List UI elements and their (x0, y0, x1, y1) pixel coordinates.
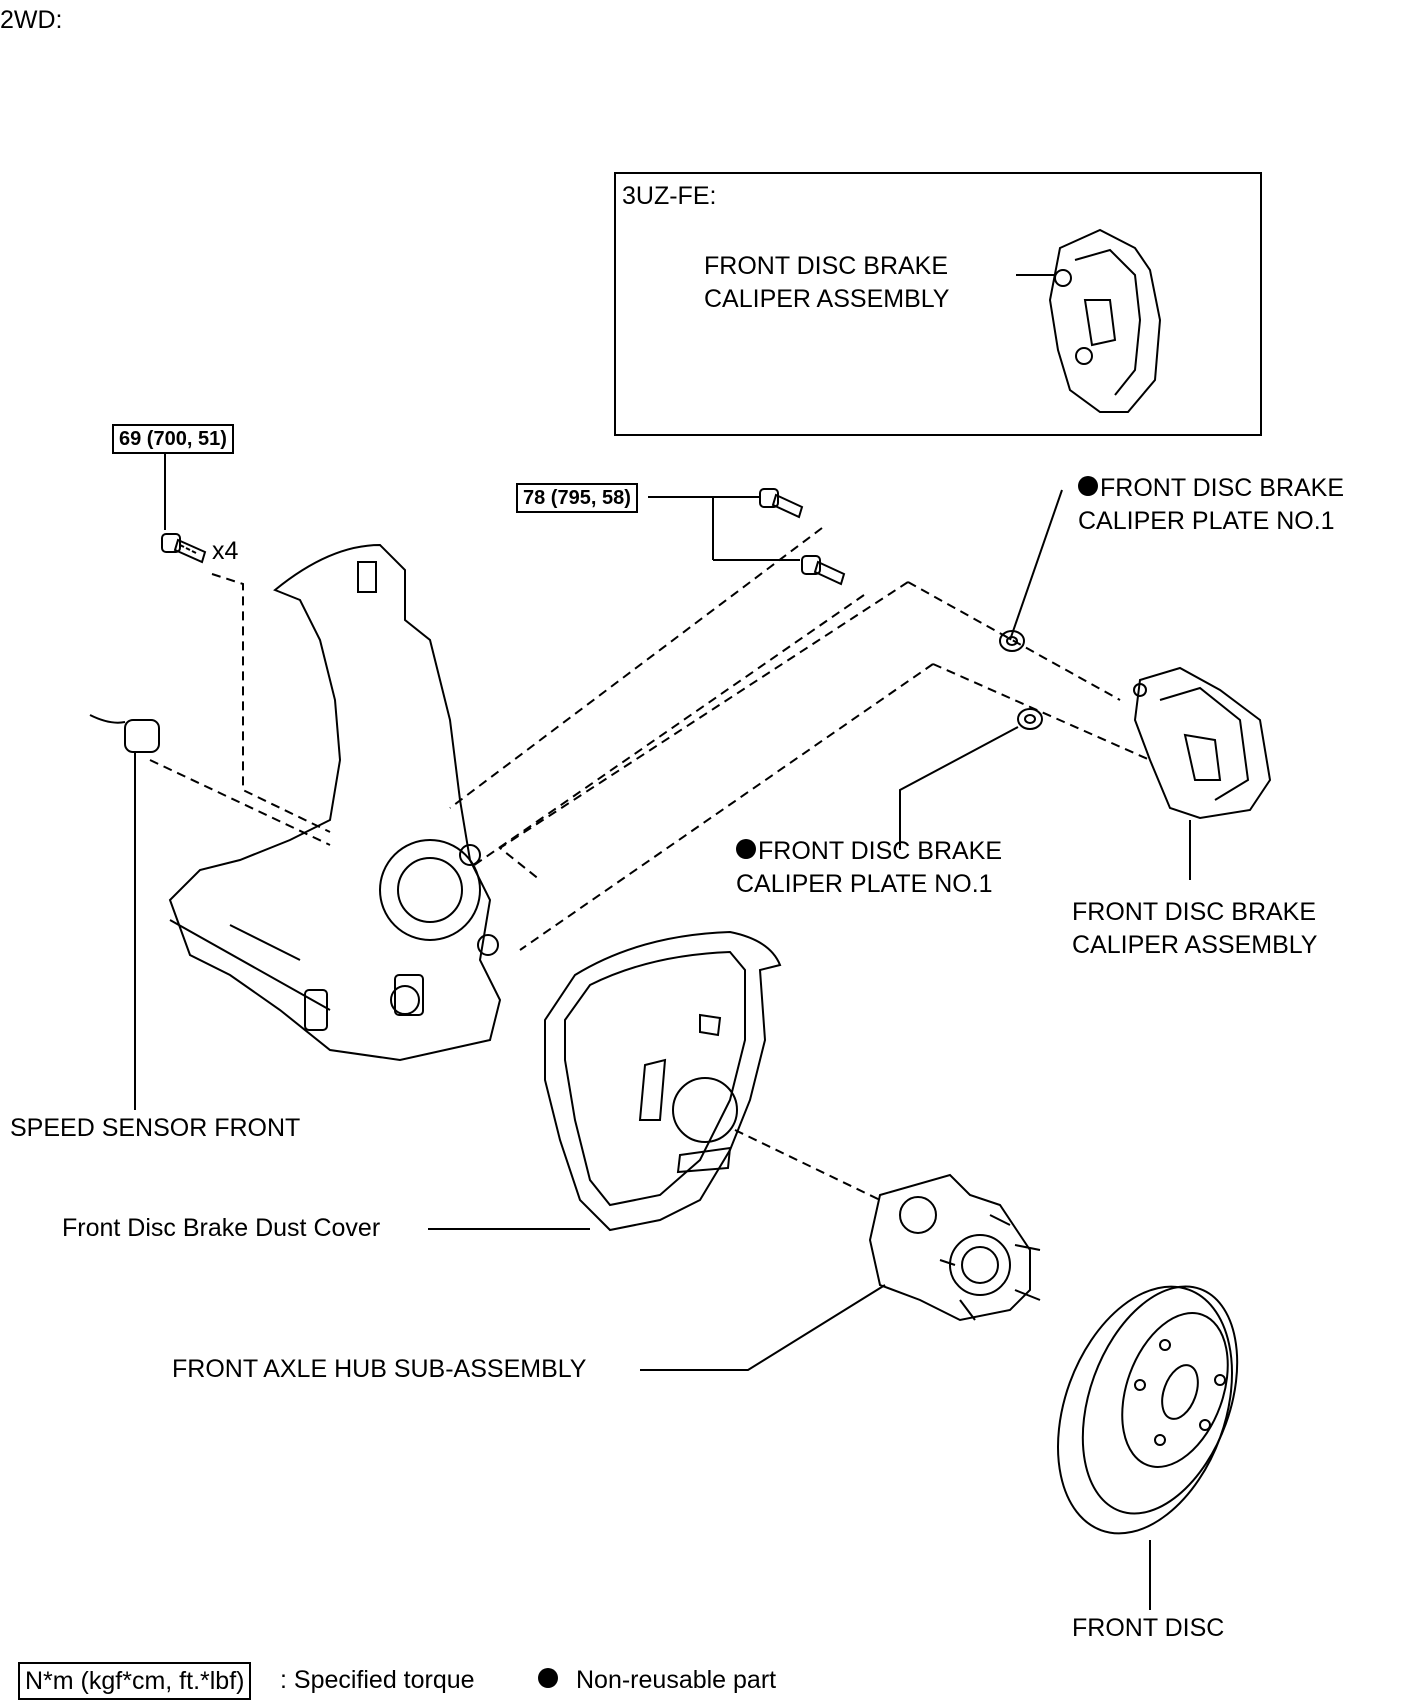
torque-units-box: N*m (kgf*cm, ft.*lbf) (18, 1662, 252, 1700)
front-disc-illustration (1057, 1285, 1239, 1610)
torque-legend-text: : Specified torque (280, 1666, 475, 1694)
caliper-bolt-torque: 78 (795, 58) (516, 483, 638, 513)
non-reusable-legend: Non-reusable part (538, 1664, 776, 1697)
variant-label: 2WD: (0, 6, 63, 34)
steering-knuckle-illustration (168, 543, 502, 1062)
non-reusable-icon (1078, 476, 1098, 497)
caliper-illustration (1133, 666, 1272, 880)
speed-sensor-label: SPEED SENSOR FRONT (10, 1114, 301, 1142)
caliper-plates-illustration (899, 489, 1063, 850)
inset-engine-label: 3UZ-FE: (622, 182, 717, 210)
non-reusable-icon (538, 1668, 558, 1689)
axle-hub-label: FRONT AXLE HUB SUB-ASSEMBLY (172, 1355, 587, 1383)
knuckle-bolt-torque: 69 (700, 51) (112, 424, 234, 454)
caliper-plate-lower-text: FRONT DISC BRAKE CALIPER PLATE NO.1 (736, 837, 1003, 898)
dust-cover-illustration (428, 930, 782, 1232)
knuckle-bolt-illustration (161, 452, 207, 564)
speed-sensor-illustration (89, 714, 331, 1110)
engine-inset-box (614, 172, 1262, 436)
non-reusable-icon (736, 839, 756, 860)
inset-caliper-illustration (1016, 228, 1162, 413)
axle-hub-illustration (640, 1173, 1041, 1371)
caliper-plate-upper-text: FRONT DISC BRAKE CALIPER PLATE NO.1 (1078, 474, 1345, 535)
knuckle-bolt-quantity: x4 (212, 537, 239, 565)
inset-caliper-label: FRONT DISC BRAKE CALIPER ASSEMBLY (704, 252, 950, 313)
caliper-plate-upper-label: FRONT DISC BRAKE CALIPER PLATE NO.1 (1078, 472, 1344, 538)
caliper-plate-lower-label: FRONT DISC BRAKE CALIPER PLATE NO.1 (736, 835, 1002, 901)
caliper-bolts-illustration (648, 488, 846, 586)
non-reusable-legend-text: Non-reusable part (576, 1666, 777, 1694)
front-disc-label: FRONT DISC (1072, 1614, 1225, 1642)
caliper-assembly-label: FRONT DISC BRAKE CALIPER ASSEMBLY (1072, 898, 1318, 959)
dust-cover-label: Front Disc Brake Dust Cover (62, 1214, 381, 1242)
